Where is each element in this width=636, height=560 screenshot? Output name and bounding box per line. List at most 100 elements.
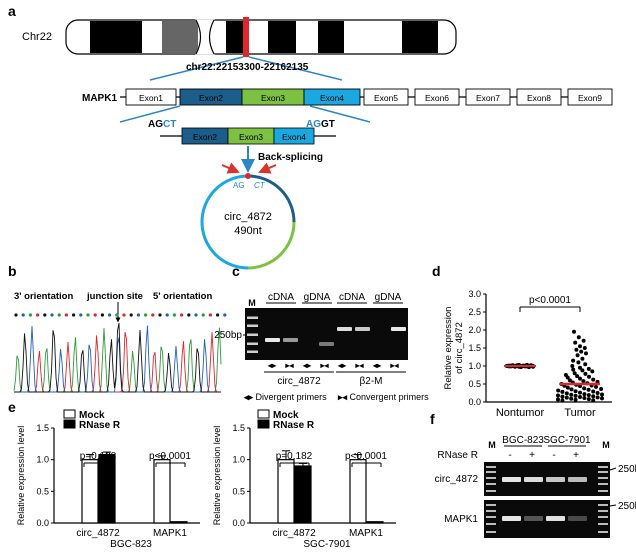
orientation-5prime: 5' orientation	[153, 291, 212, 302]
panel-d-letter: d	[432, 263, 441, 279]
x-category-label: circ_4872	[76, 528, 120, 539]
base-call-dot	[108, 313, 112, 317]
y-tick-label: 0.5	[468, 379, 481, 389]
ladder-band	[486, 490, 496, 492]
chart-title: BGC-823	[110, 539, 152, 550]
tumor-point	[576, 360, 581, 365]
gel-band-mapk1	[524, 516, 543, 521]
circ-name: circ_4872	[224, 211, 272, 223]
exon-box-9	[567, 88, 613, 106]
legend-swatch-mock	[257, 409, 270, 419]
tumor-point	[586, 366, 591, 371]
x-category-label: circ_4872	[272, 528, 316, 539]
ladder-band	[486, 504, 496, 506]
tumor-point	[578, 390, 582, 395]
chromosome-label: Chr22	[22, 31, 52, 43]
gel-band-circ	[502, 477, 521, 482]
tumor-point	[591, 377, 596, 382]
legend-mock: Mock	[79, 410, 105, 421]
base-call-dot	[72, 313, 76, 317]
ladder-band	[598, 516, 608, 518]
pvalue-label: p=0.188	[80, 451, 117, 462]
tumor-point	[578, 365, 582, 370]
tumor-point	[586, 387, 591, 392]
spliced-exon2-label: Exon2	[193, 132, 217, 142]
sanger-chromatogram	[13, 322, 222, 393]
y-tick-label: 1.5	[232, 423, 245, 433]
tumor-point	[581, 379, 586, 384]
legend-mock: Mock	[273, 410, 299, 421]
tumor-point	[556, 393, 560, 398]
legend-convergent: ▸◂ Convergent primers	[337, 392, 429, 402]
chart-title: SGC-7901	[303, 539, 351, 550]
primer-arrow-left	[221, 162, 240, 174]
size-label-mapk1: 250bp	[618, 501, 636, 512]
exon-label-9: Exon9	[578, 93, 602, 103]
tumor-point	[591, 398, 596, 403]
ladder-band	[486, 477, 496, 479]
gel-row-label-circ: circ_4872	[435, 474, 479, 485]
legend-swatch-rnase	[257, 419, 270, 429]
ladder-band	[486, 531, 496, 533]
tumor-point	[573, 397, 578, 402]
tumor-point	[573, 340, 578, 345]
chromosome-ideogram	[65, 17, 457, 57]
y-tick-label: 0.5	[36, 486, 49, 496]
tumor-point	[582, 396, 587, 401]
exon-box-7	[465, 88, 511, 106]
base-call-dot	[64, 313, 68, 317]
tumor-point	[599, 387, 604, 392]
ladder-band	[598, 477, 608, 479]
exon-label-2: Exon2	[199, 93, 223, 103]
panel-a: a Chr22 chr22:22153300-22162135 MAPK1 Ex…	[8, 3, 613, 270]
exon-box-1	[125, 88, 177, 106]
gel-band	[337, 327, 352, 331]
tumor-point	[583, 371, 588, 376]
cell-line-bgc823: BGC-823	[502, 435, 544, 446]
tumor-point	[600, 392, 604, 397]
bar-mock	[349, 459, 367, 524]
tumor-point	[582, 346, 587, 350]
y-tick-label: 2.0	[468, 325, 481, 335]
tumor-point	[595, 395, 600, 400]
base-call-dot	[50, 313, 54, 317]
exon-label-1: Exon1	[139, 93, 163, 103]
y-tick-label: 3.0	[468, 289, 481, 299]
base-call-dot	[158, 313, 162, 317]
gel-band-mapk1	[502, 516, 521, 521]
tumor-point	[569, 392, 574, 397]
spliced-exon4-label: Exon4	[282, 132, 306, 142]
y-axis-label: Relative expressionof circ_4872	[443, 307, 465, 390]
tumor-point	[564, 391, 569, 396]
y-tick-label: 1.0	[232, 455, 245, 465]
gel-size-250bp: 250bp	[214, 330, 242, 341]
lane-group-cdna-2: cDNA	[339, 292, 365, 303]
gel-marker-label-right: M	[602, 440, 610, 450]
tumor-point	[583, 362, 588, 367]
base-call-dot	[43, 313, 47, 317]
ladder-band	[247, 350, 258, 353]
tumor-point	[571, 367, 576, 372]
base-call-dot	[144, 313, 148, 317]
gel-band	[265, 338, 280, 342]
base-call-dot	[93, 313, 97, 317]
x-category-label: MAPK1	[349, 528, 383, 539]
panel-c: c M cDNA gDNA cDNA gDNA 250bp ◂▸▸◂◂▸▸◂◂▸…	[214, 263, 429, 402]
tumor-point	[556, 397, 560, 402]
pvalue-label: p=0.182	[276, 451, 313, 462]
ladder-band	[598, 510, 608, 512]
size-tick	[609, 467, 617, 471]
pvalue-label: p<0.0001	[345, 451, 387, 462]
junction-ct: CT	[254, 181, 266, 190]
ladder-band	[486, 510, 496, 512]
gel-band-circ	[524, 477, 543, 482]
tumor-point	[582, 392, 587, 397]
rnase-sign: +	[573, 450, 579, 461]
legend-rnase: RNase R	[273, 420, 315, 431]
gel-band	[319, 342, 334, 346]
base-call-dot	[79, 313, 83, 317]
gel-image	[245, 308, 408, 360]
gel-marker-label-left: M	[488, 440, 496, 450]
bar-rnase-r	[366, 521, 384, 524]
